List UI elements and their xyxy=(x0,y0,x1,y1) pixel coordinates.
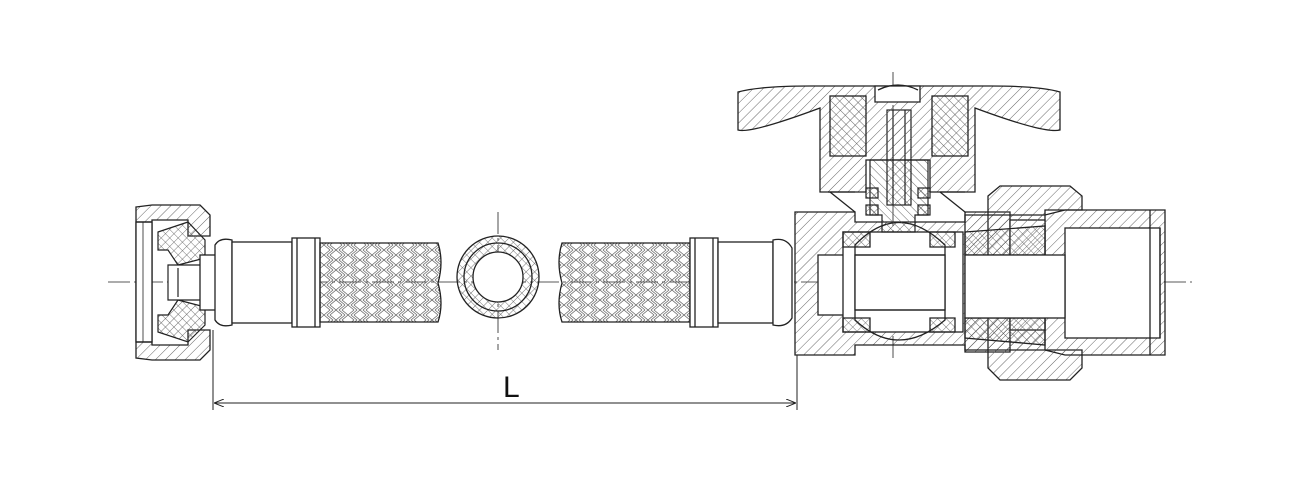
left-nut xyxy=(135,204,211,361)
valve-handle xyxy=(737,84,1061,213)
dimension-label: L xyxy=(503,371,520,404)
hose-cross-section xyxy=(456,235,540,319)
right-sleeve xyxy=(689,237,793,328)
valve-body xyxy=(794,211,1011,356)
right-braided-hose xyxy=(558,242,691,323)
right-tailpiece xyxy=(964,209,1166,356)
dimension-line xyxy=(212,330,798,410)
left-gasket xyxy=(157,221,206,343)
left-sleeve xyxy=(199,237,321,328)
left-braided-hose xyxy=(319,242,442,323)
